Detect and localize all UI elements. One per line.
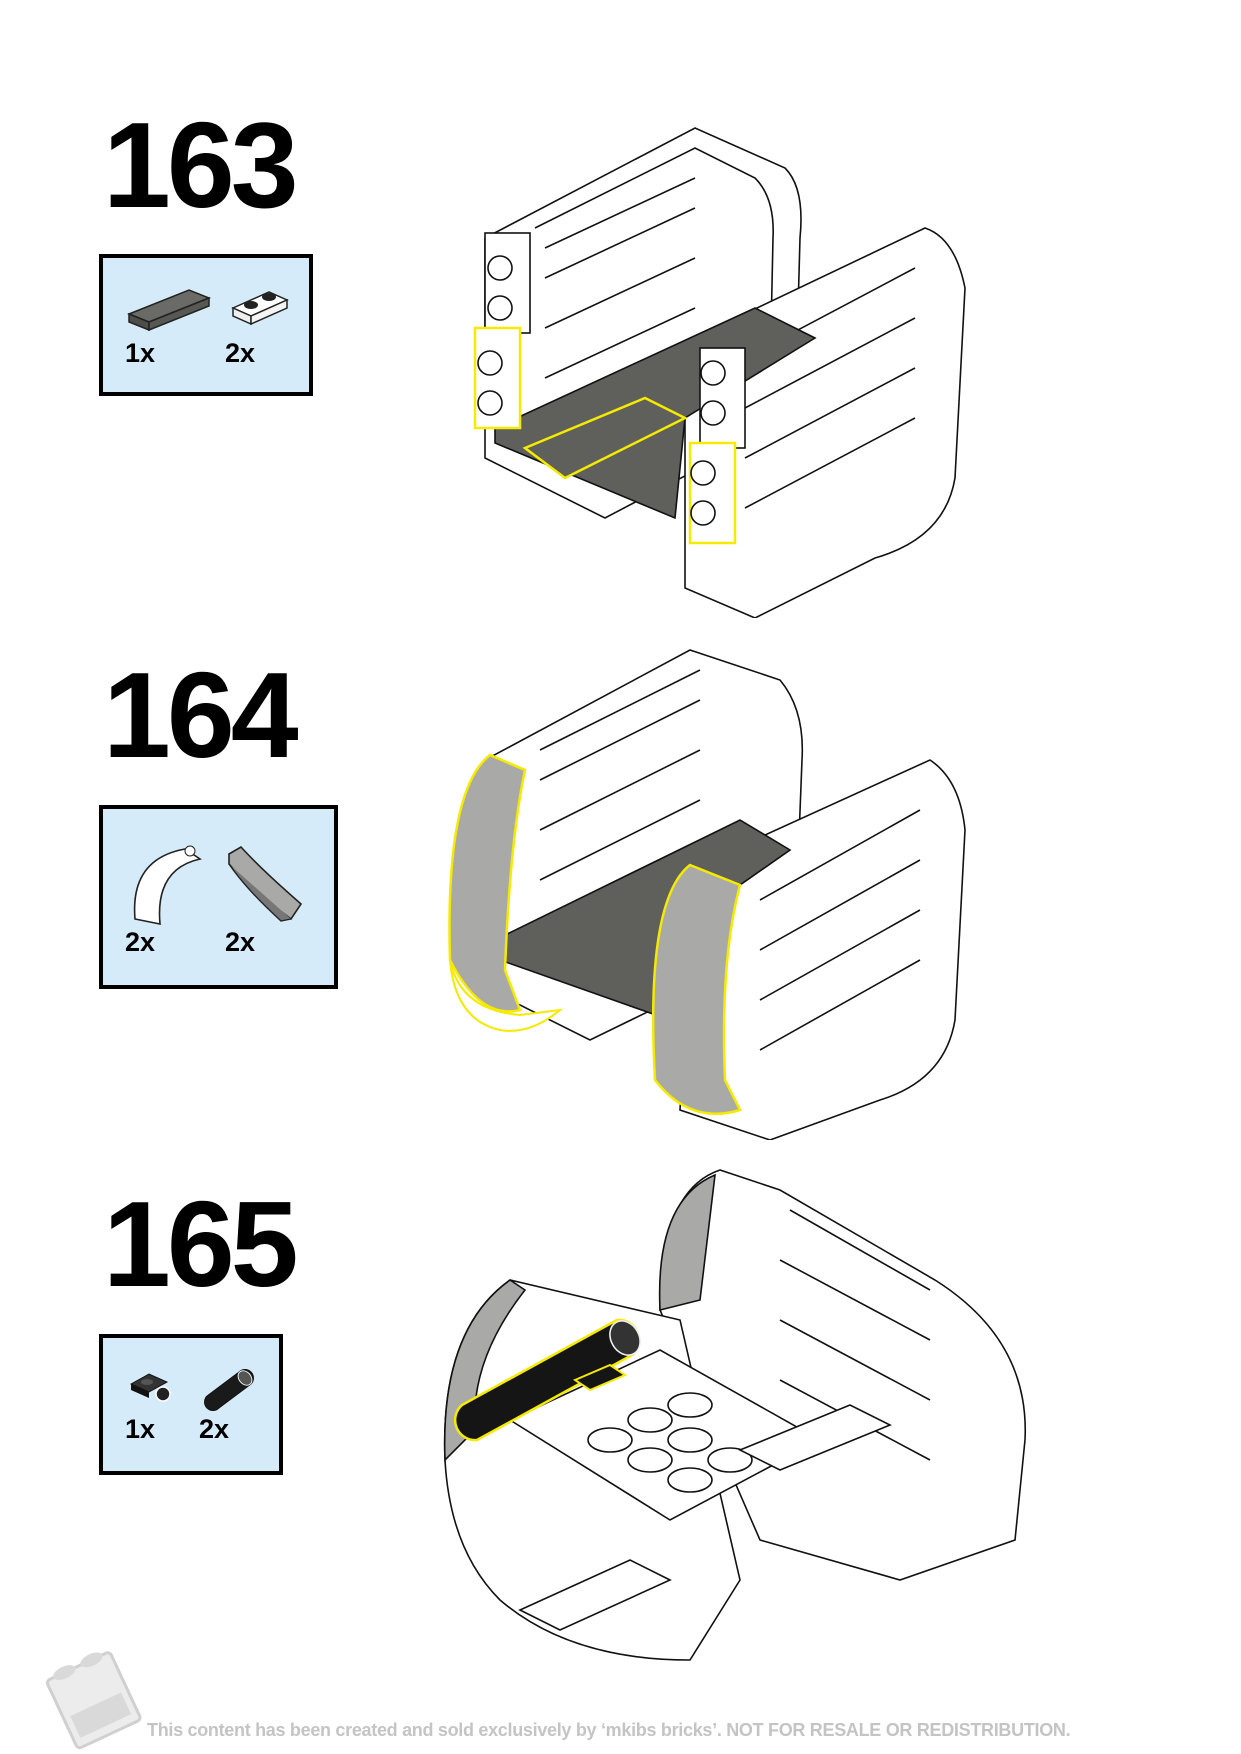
part-qty: 2x: [225, 927, 256, 957]
part-qty: 2x: [225, 338, 256, 368]
part-qty: 1x: [125, 338, 156, 368]
copyright-notice: This content has been created and sold e…: [147, 1720, 1071, 1740]
step-number-163: 163: [103, 97, 299, 233]
white-curved-arch-icon: [133, 845, 203, 925]
white-plate-1x2-icon: [231, 291, 289, 326]
part-qty: 1x: [125, 1414, 156, 1444]
black-bar-holder-icon: [204, 1369, 254, 1411]
parts-callout-165: 1x 2x: [99, 1334, 283, 1475]
part-qty: 2x: [199, 1414, 230, 1444]
step-number-164: 164: [103, 647, 299, 783]
assembly-illustration-165: [443, 1169, 1027, 1661]
parts-callout-163: 1x 2x: [99, 254, 313, 396]
assembly-illustration-164: [448, 649, 966, 1140]
gray-curved-slope-icon: [228, 845, 303, 922]
parts-callout-164: 2x 2x: [99, 805, 338, 989]
black-clip-plate-icon: [129, 1373, 171, 1402]
mkibs-bricks-logo: [45, 1651, 142, 1750]
dark-gray-tile-1x4-icon: [126, 289, 212, 332]
step-number-165: 165: [103, 1176, 299, 1312]
part-qty: 2x: [125, 927, 156, 957]
assembly-illustration-163: [473, 127, 966, 618]
